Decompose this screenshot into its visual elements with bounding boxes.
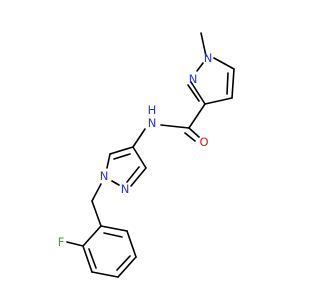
- bond-c5b-c4: [109, 146, 134, 155]
- bond-ar6: [100, 225, 128, 232]
- bond-co-double: [184, 132, 196, 142]
- bond-c4-c3: [204, 97, 233, 105]
- bond-c5b-c4-double: [113, 153, 131, 160]
- atom-h-amide: H: [148, 103, 157, 117]
- bond-ar4-double: [116, 255, 131, 271]
- bond-ar4: [117, 256, 137, 278]
- bond-c4-c3b: [132, 146, 147, 169]
- bond-c3-n2: [190, 81, 206, 105]
- atom-label-layer: N N N H O N N F: [58, 51, 213, 249]
- bond-n-ch2: [91, 183, 102, 202]
- bond-ch2-ring: [91, 200, 102, 227]
- bond-c3-carbonyl: [188, 103, 206, 129]
- bond-n-c4: [132, 128, 146, 148]
- atom-n-amide: N: [148, 116, 157, 130]
- bond-ar2-double: [88, 248, 97, 269]
- structure-drawing: N N N H O N N F: [58, 32, 235, 278]
- bond-co: [188, 127, 200, 138]
- bond-ar1: [82, 225, 102, 247]
- bond-n1b-c5b: [106, 153, 111, 169]
- atom-n-pyrazole-lower-1: N: [100, 169, 109, 183]
- bond-ar2: [82, 245, 93, 273]
- bond-n1-c5: [213, 57, 235, 70]
- bond-c3-n2-double: [187, 84, 200, 102]
- bond-c5-c4: [231, 68, 235, 99]
- atom-o-carbonyl: O: [199, 135, 208, 149]
- atom-f: F: [58, 235, 65, 249]
- bond-cf: [66, 241, 84, 247]
- bond-carbonyl-n: [160, 124, 190, 129]
- bond-ar3: [91, 271, 119, 278]
- bond-ar6-double: [103, 232, 123, 238]
- bond-n2b-n1b: [111, 180, 120, 186]
- atom-n-pyrazole-lower-2: N: [121, 182, 130, 196]
- bond-c3b-n2b: [130, 167, 147, 187]
- atom-n-pyrazole-upper: N: [189, 72, 198, 86]
- bond-c3b-n2b-double: [126, 166, 140, 183]
- molecule-diagram: N N N H O N N F: [58, 32, 235, 278]
- bond-n2-n1: [196, 62, 204, 72]
- bond-c5-c4-double: [226, 72, 229, 95]
- bond-methyl-n: [200, 32, 207, 57]
- bond-ar5: [126, 230, 137, 258]
- bond-layer: [66, 32, 235, 278]
- atom-n-methyl: N: [204, 51, 213, 65]
